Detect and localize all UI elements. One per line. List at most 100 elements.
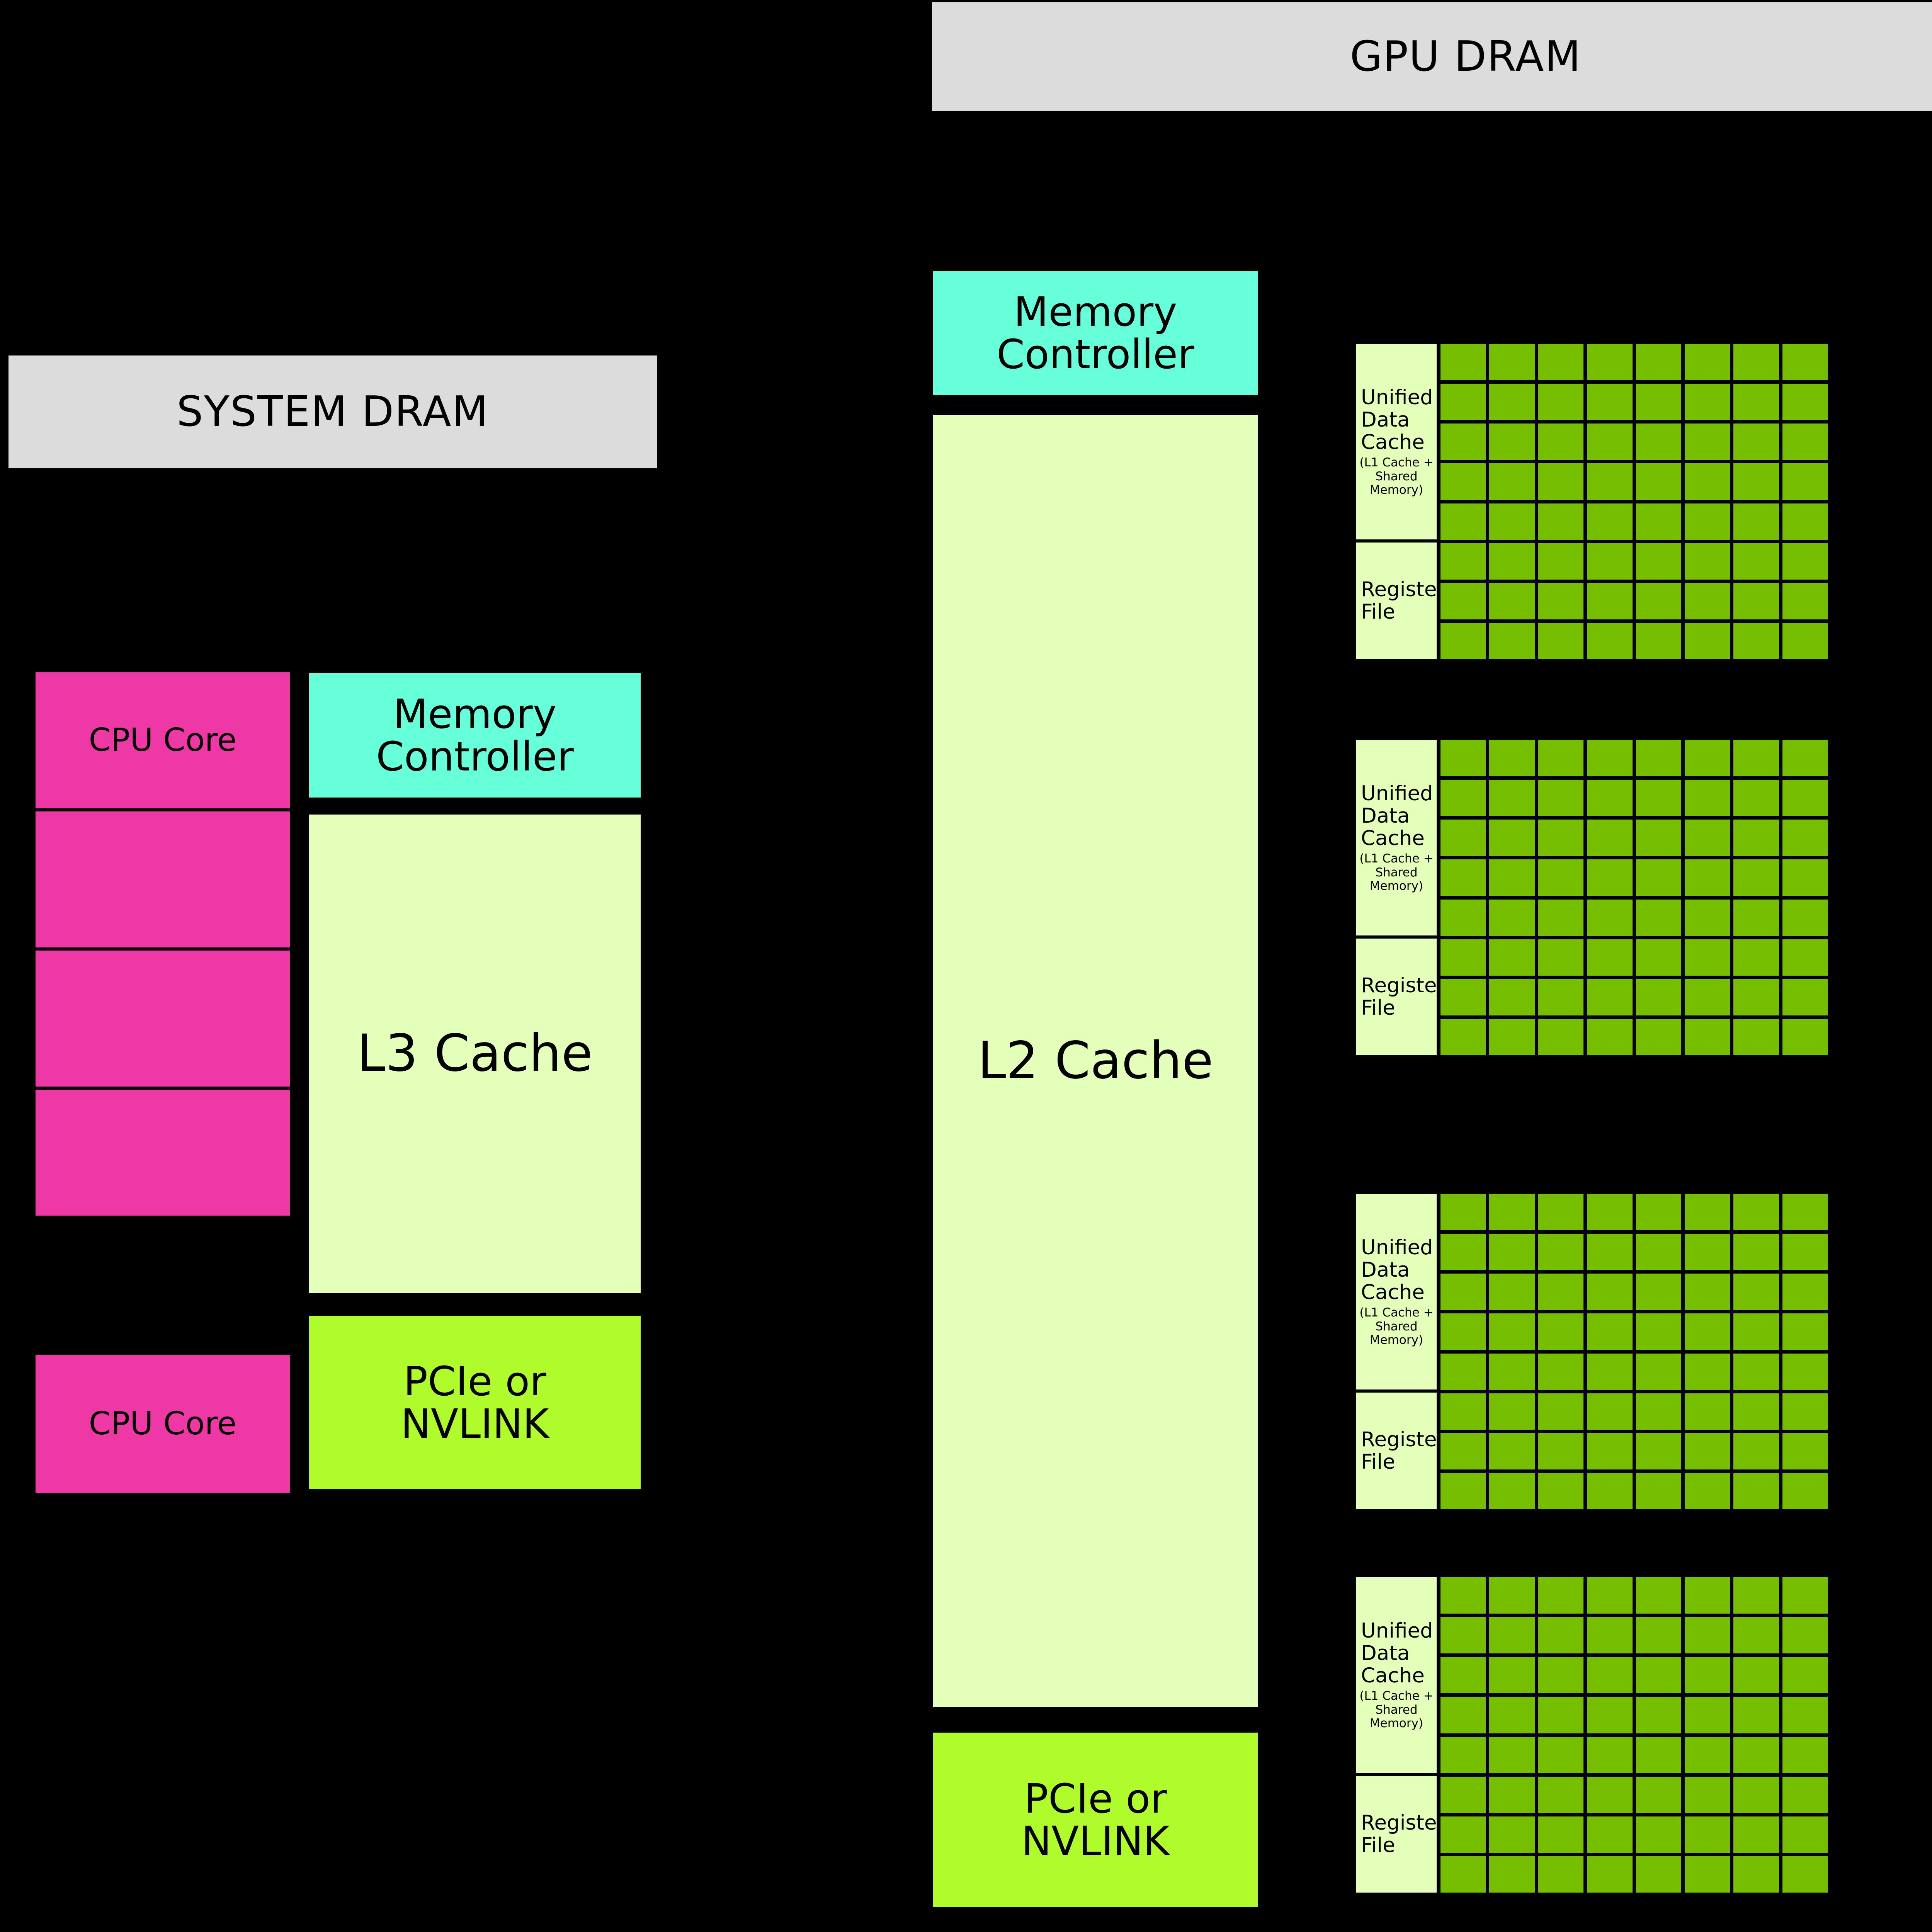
register-file-line2: File bbox=[1361, 1450, 1395, 1474]
udc-line2: Data bbox=[1361, 804, 1410, 828]
gpu-core bbox=[1587, 1856, 1633, 1893]
gpu-core bbox=[1684, 1393, 1730, 1430]
gpu-core bbox=[1636, 622, 1681, 659]
gpu-core bbox=[1684, 384, 1730, 420]
gpu-core bbox=[1636, 1657, 1681, 1694]
gpu-core bbox=[1489, 859, 1535, 896]
streaming-multiprocessor-4[interactable]: Unified Data Cache (L1 Cache + Shared Me… bbox=[1356, 1577, 1828, 1893]
gpu-core bbox=[1587, 622, 1633, 659]
unified-data-cache-1[interactable]: Unified Data Cache (L1 Cache + Shared Me… bbox=[1356, 344, 1437, 539]
streaming-multiprocessor-3[interactable]: Unified Data Cache (L1 Cache + Shared Me… bbox=[1356, 1194, 1828, 1509]
gpu-core bbox=[1733, 1473, 1779, 1509]
gpu-pcie-nvlink[interactable]: PCIe or NVLINK bbox=[933, 1733, 1258, 1907]
gpu-core bbox=[1733, 1019, 1779, 1055]
gpu-l2-cache[interactable]: L2 Cache bbox=[933, 415, 1258, 1707]
gpu-core bbox=[1538, 583, 1584, 619]
cpu-pcie-nvlink[interactable]: PCIe or NVLINK bbox=[309, 1316, 641, 1489]
gpu-core bbox=[1733, 344, 1779, 381]
gpu-core bbox=[1782, 1577, 1828, 1614]
gpu-core bbox=[1636, 344, 1681, 381]
gpu-core bbox=[1440, 1393, 1486, 1430]
gpu-core bbox=[1684, 1657, 1730, 1694]
gpu-core bbox=[1440, 939, 1486, 976]
gpu-core bbox=[1782, 859, 1828, 896]
gpu-core bbox=[1636, 1473, 1681, 1509]
udc-line3: Cache bbox=[1361, 430, 1425, 454]
gpu-core bbox=[1538, 1234, 1584, 1270]
streaming-multiprocessor-1[interactable]: Unified Data Cache (L1 Cache + Shared Me… bbox=[1356, 344, 1828, 659]
gpu-core bbox=[1440, 899, 1486, 936]
gpu-core bbox=[1782, 1433, 1828, 1469]
cpu-core-stack-item-4[interactable] bbox=[36, 1090, 290, 1216]
gpu-core bbox=[1489, 780, 1535, 816]
gpu-core bbox=[1684, 1313, 1730, 1350]
gpu-core bbox=[1489, 1577, 1535, 1614]
gpu-core bbox=[1587, 1433, 1633, 1469]
gpu-core bbox=[1684, 344, 1730, 381]
system-dram-label: SYSTEM DRAM bbox=[177, 387, 489, 436]
gpu-core bbox=[1538, 939, 1584, 976]
unified-data-cache-4[interactable]: Unified Data Cache (L1 Cache + Shared Me… bbox=[1356, 1577, 1437, 1773]
cpu-core-stack-item-1[interactable]: CPU Core bbox=[36, 672, 290, 808]
gpu-core bbox=[1440, 1697, 1486, 1733]
gpu-core-grid-3 bbox=[1440, 1194, 1828, 1509]
gpu-core bbox=[1587, 1736, 1633, 1773]
gpu-core bbox=[1684, 859, 1730, 896]
cpu-l3-cache[interactable]: L3 Cache bbox=[309, 815, 641, 1293]
udc-sub-line2: Shared bbox=[1375, 1319, 1418, 1333]
register-file-line1: Register bbox=[1361, 1427, 1437, 1451]
gpu-core bbox=[1684, 1736, 1730, 1773]
gpu-core bbox=[1684, 1856, 1730, 1893]
udc-sub-line2: Shared bbox=[1375, 865, 1418, 879]
gpu-core bbox=[1489, 1433, 1535, 1469]
streaming-multiprocessor-2[interactable]: Unified Data Cache (L1 Cache + Shared Me… bbox=[1356, 740, 1828, 1055]
register-file-2[interactable]: Register File bbox=[1356, 939, 1437, 1055]
gpu-core bbox=[1538, 463, 1584, 500]
unified-data-cache-3[interactable]: Unified Data Cache (L1 Cache + Shared Me… bbox=[1356, 1194, 1437, 1389]
gpu-core bbox=[1684, 1776, 1730, 1813]
gpu-core bbox=[1440, 1433, 1486, 1469]
udc-sub-line3: Memory) bbox=[1369, 1333, 1423, 1347]
gpu-core bbox=[1733, 1353, 1779, 1390]
gpu-core bbox=[1636, 1816, 1681, 1853]
gpu-core bbox=[1538, 622, 1584, 659]
register-file-4[interactable]: Register File bbox=[1356, 1776, 1437, 1893]
gpu-core bbox=[1684, 939, 1730, 976]
cpu-memory-controller[interactable]: Memory Controller bbox=[309, 673, 641, 798]
gpu-core bbox=[1489, 543, 1535, 580]
gpu-core bbox=[1538, 1736, 1584, 1773]
gpu-core bbox=[1636, 583, 1681, 619]
udc-sub-line1: (L1 Cache + bbox=[1359, 1689, 1434, 1703]
gpu-memory-controller[interactable]: Memory Controller bbox=[933, 271, 1258, 395]
gpu-core bbox=[1440, 1274, 1486, 1310]
register-file-line1: Register bbox=[1361, 577, 1437, 601]
gpu-core bbox=[1636, 463, 1681, 500]
gpu-core bbox=[1782, 899, 1828, 936]
cpu-core-stack-item-2[interactable] bbox=[36, 811, 290, 947]
gpu-core bbox=[1636, 1393, 1681, 1430]
udc-line2: Data bbox=[1361, 408, 1410, 432]
gpu-core bbox=[1684, 1019, 1730, 1055]
cpu-core-detached[interactable]: CPU Core bbox=[36, 1355, 290, 1493]
gpu-core bbox=[1489, 463, 1535, 500]
register-file-1[interactable]: Register File bbox=[1356, 543, 1437, 659]
gpu-core bbox=[1489, 344, 1535, 381]
gpu-core bbox=[1636, 1577, 1681, 1614]
gpu-core bbox=[1733, 1234, 1779, 1270]
udc-line3: Cache bbox=[1361, 827, 1425, 850]
gpu-core bbox=[1782, 1274, 1828, 1310]
gpu-core bbox=[1782, 1697, 1828, 1733]
cpu-core-stack-item-3[interactable] bbox=[36, 951, 290, 1087]
register-file-line2: File bbox=[1361, 996, 1395, 1020]
gpu-core bbox=[1636, 820, 1681, 856]
gpu-core bbox=[1440, 622, 1486, 659]
gpu-core bbox=[1733, 740, 1779, 777]
gpu-core bbox=[1587, 740, 1633, 777]
gpu-core bbox=[1636, 939, 1681, 976]
unified-data-cache-2[interactable]: Unified Data Cache (L1 Cache + Shared Me… bbox=[1356, 740, 1437, 935]
gpu-core bbox=[1782, 384, 1828, 420]
gpu-core bbox=[1782, 1353, 1828, 1390]
gpu-core bbox=[1636, 1313, 1681, 1350]
gpu-core bbox=[1538, 1433, 1584, 1469]
register-file-3[interactable]: Register File bbox=[1356, 1393, 1437, 1509]
